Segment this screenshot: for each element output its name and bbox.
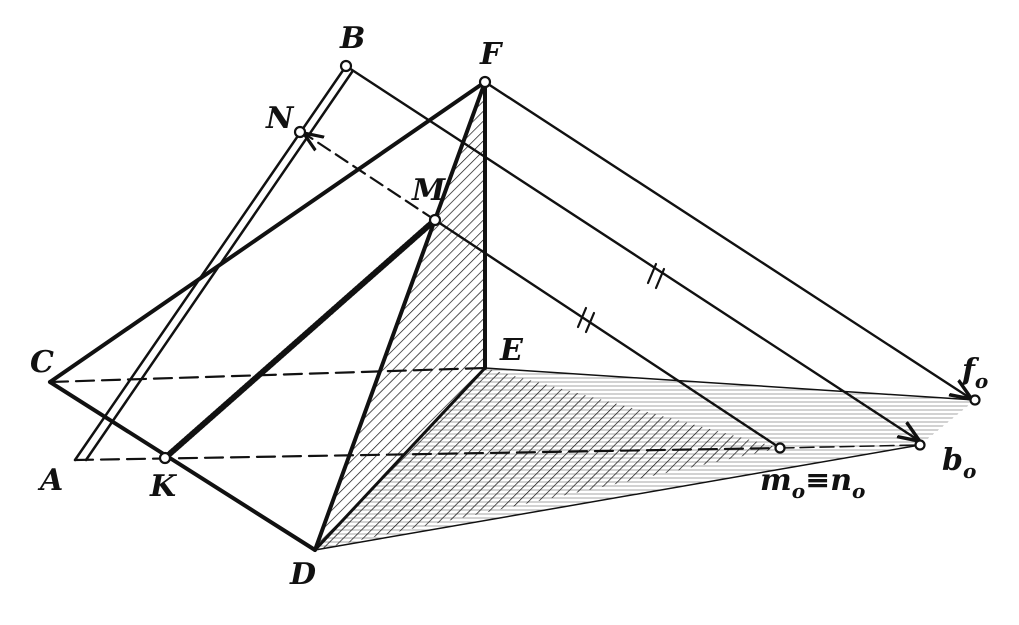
edge-D-F <box>313 80 487 552</box>
point-b0 <box>914 439 926 451</box>
line-E-f0 <box>484 367 976 401</box>
ray-M-m0 <box>433 218 782 450</box>
dashed-A-m0 <box>73 446 782 462</box>
point-N <box>293 125 307 139</box>
label-f0: fo <box>960 353 988 393</box>
label-N: N <box>265 101 295 136</box>
dashed-C-E <box>48 366 487 384</box>
ray-B-b0 <box>344 64 918 440</box>
label-A: A <box>37 463 63 498</box>
line-m0-b0 <box>779 444 921 449</box>
label-b0: bo <box>942 443 976 483</box>
label-M: M <box>411 173 446 208</box>
label-K: K <box>149 469 178 504</box>
line-K-M <box>162 217 438 461</box>
label-E: E <box>499 333 524 368</box>
point-m0 <box>774 442 786 454</box>
point-F <box>478 75 492 89</box>
label-C: C <box>30 345 54 380</box>
line-A-B-outer <box>73 64 348 462</box>
label-m0-n0: mo≡no <box>760 463 865 503</box>
point-B <box>339 59 353 73</box>
ray-F-f0 <box>483 80 970 398</box>
label-B: B <box>339 21 365 56</box>
point-M <box>428 213 442 227</box>
edge-C-F <box>48 80 487 384</box>
line-A-B-inner <box>84 70 354 462</box>
label-F: F <box>479 37 504 72</box>
line-D-b0 <box>314 444 921 551</box>
label-D: D <box>289 557 316 592</box>
parallel-marks-F <box>646 262 666 290</box>
face-DE-plane-hatched <box>315 368 780 550</box>
point-K <box>158 451 172 465</box>
dashed-M-N <box>305 134 437 222</box>
parallel-marks-M <box>576 306 596 334</box>
edge-C-D <box>48 380 317 552</box>
point-f0 <box>969 394 981 406</box>
edge-D-E <box>313 366 487 552</box>
